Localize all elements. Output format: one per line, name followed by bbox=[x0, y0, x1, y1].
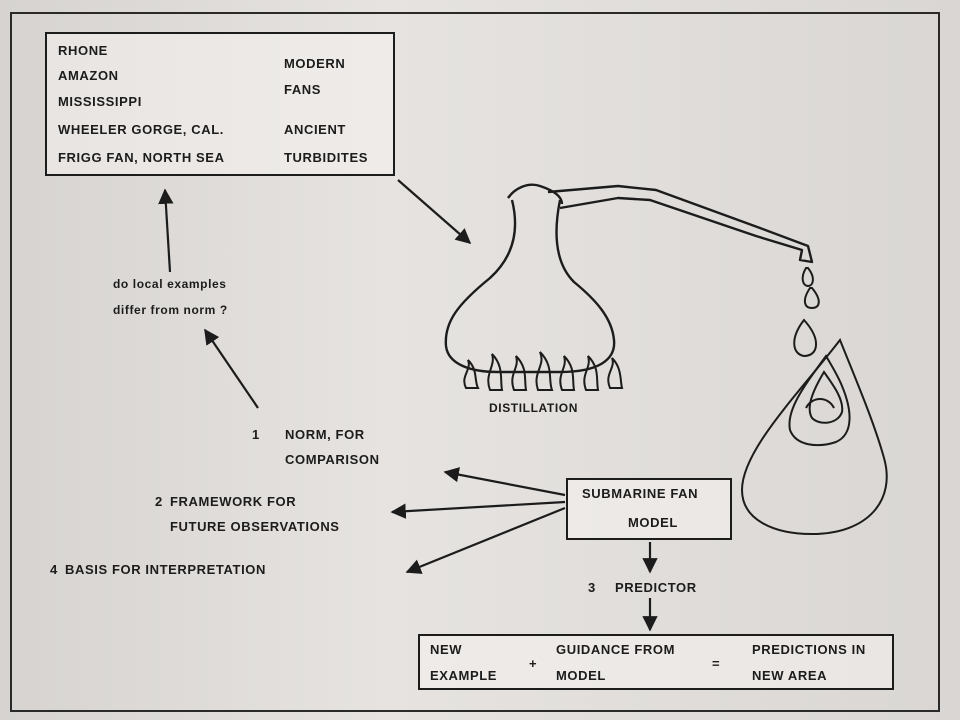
category-turbidites: TURBIDITES bbox=[284, 150, 368, 165]
example-mississippi: MISSISSIPPI bbox=[58, 94, 142, 109]
arrow-model-to-interpretation bbox=[405, 506, 566, 574]
arrow-model-to-norm bbox=[443, 467, 566, 497]
use-2-line1: FRAMEWORK FOR bbox=[170, 494, 297, 509]
distillation-flask bbox=[444, 199, 616, 374]
eq-result-line2: NEW AREA bbox=[752, 668, 828, 683]
category-modern: MODERN bbox=[284, 56, 346, 71]
use-1-line2: COMPARISON bbox=[285, 452, 380, 467]
model-line2: MODEL bbox=[628, 515, 678, 530]
example-wheeler-gorge: WHEELER GORGE, CAL. bbox=[58, 122, 224, 137]
eq-equals: = bbox=[712, 656, 721, 671]
use-2-number: 2 bbox=[155, 494, 163, 509]
question-line2: differ from norm ? bbox=[113, 303, 228, 317]
figure-frame bbox=[10, 12, 940, 712]
use-3-number: 3 bbox=[588, 580, 596, 595]
example-amazon: AMAZON bbox=[58, 68, 119, 83]
question-line1: do local examples bbox=[113, 277, 227, 291]
arrow-examples-to-distillation bbox=[397, 179, 472, 245]
use-3-line1: PREDICTOR bbox=[615, 580, 697, 595]
collected-drops bbox=[740, 338, 888, 536]
distillation-spout bbox=[547, 184, 814, 264]
model-box bbox=[566, 478, 732, 540]
arrow-norm-to-question bbox=[204, 328, 259, 409]
use-2-line2: FUTURE OBSERVATIONS bbox=[170, 519, 340, 534]
example-frigg-fan: FRIGG FAN, NORTH SEA bbox=[58, 150, 225, 165]
examples-box bbox=[45, 32, 395, 176]
eq-guidance-line1: GUIDANCE FROM bbox=[556, 642, 676, 657]
eq-plus: + bbox=[529, 656, 538, 671]
eq-guidance-line2: MODEL bbox=[556, 668, 606, 683]
distillation-label: DISTILLATION bbox=[489, 401, 578, 415]
eq-new-line2: EXAMPLE bbox=[430, 668, 498, 683]
eq-result-line1: PREDICTIONS IN bbox=[752, 642, 866, 657]
arrow-question-to-examples bbox=[158, 188, 174, 273]
arrow-model-to-framework bbox=[390, 500, 566, 519]
category-fans: FANS bbox=[284, 82, 322, 97]
model-line1: SUBMARINE FAN bbox=[582, 486, 699, 501]
use-4-line1: BASIS FOR INTERPRETATION bbox=[65, 562, 266, 577]
equation-box bbox=[418, 634, 894, 690]
category-ancient: ANCIENT bbox=[284, 122, 346, 137]
eq-new-line1: NEW bbox=[430, 642, 463, 657]
flames bbox=[463, 351, 624, 391]
use-1-line1: NORM, FOR bbox=[285, 427, 365, 442]
use-4-number: 4 bbox=[50, 562, 58, 577]
use-1-number: 1 bbox=[252, 427, 260, 442]
example-rhone: RHONE bbox=[58, 43, 108, 58]
drops bbox=[793, 267, 820, 358]
